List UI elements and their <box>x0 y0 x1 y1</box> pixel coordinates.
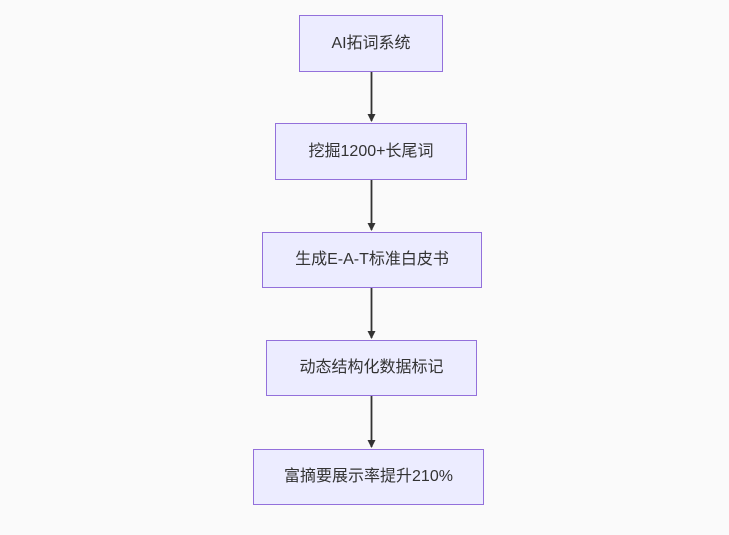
flow-node-rich-snippet-rate-increase: 富摘要展示率提升210% <box>253 449 484 505</box>
node-label: 生成E-A-T标准白皮书 <box>295 251 449 269</box>
node-label: 富摘要展示率提升210% <box>284 468 453 486</box>
node-label: AI拓词系统 <box>331 34 411 52</box>
node-label: 挖掘1200+长尾词 <box>308 142 434 160</box>
node-label: 动态结构化数据标记 <box>299 359 444 377</box>
flow-node-ai-word-expansion-system: AI拓词系统 <box>299 15 443 72</box>
flow-node-generate-eat-whitepaper: 生成E-A-T标准白皮书 <box>262 232 482 288</box>
flow-node-dynamic-structured-data-markup: 动态结构化数据标记 <box>266 340 477 396</box>
flow-node-mine-longtail-keywords: 挖掘1200+长尾词 <box>275 123 467 180</box>
